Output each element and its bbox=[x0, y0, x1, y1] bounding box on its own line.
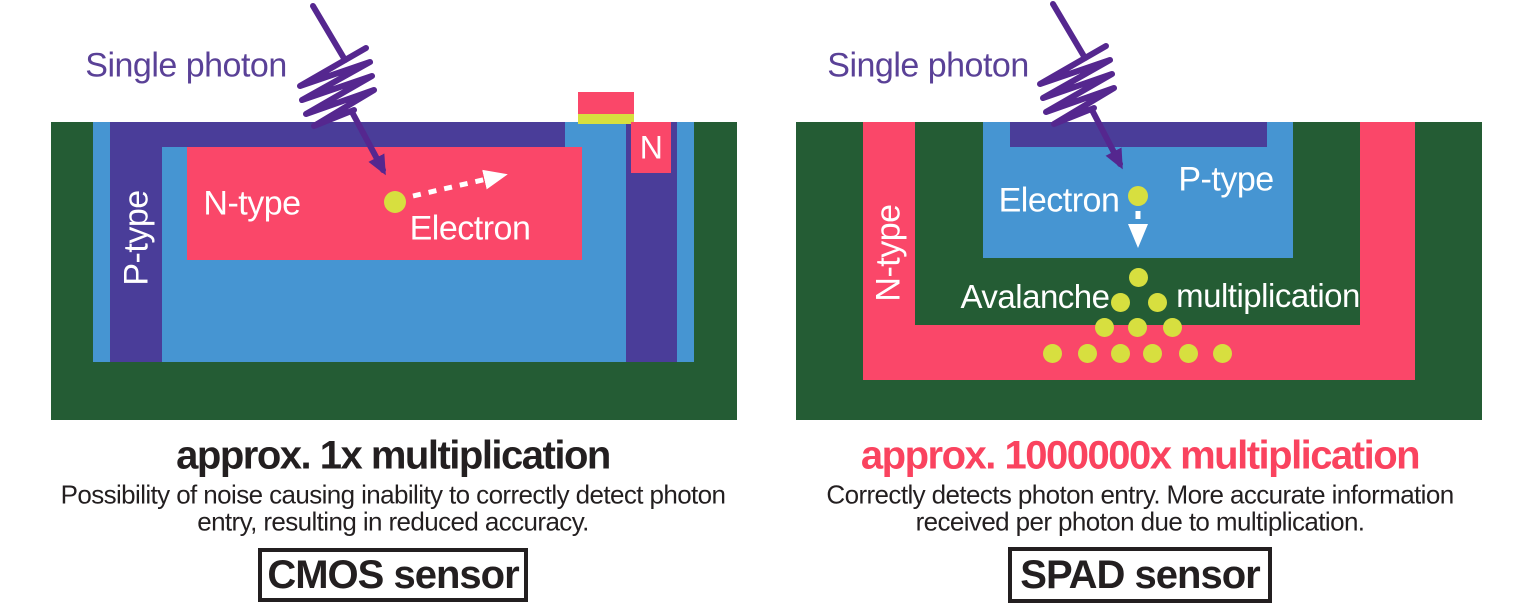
spad-caption-line2: received per photon due to multiplicatio… bbox=[915, 506, 1365, 537]
spad-multiplication-label: multiplication bbox=[1176, 277, 1360, 314]
spad-ptype-label: P-type bbox=[1178, 160, 1274, 199]
spad-electron-dot bbox=[1128, 186, 1148, 206]
spad-single-photon-label: Single photon bbox=[827, 46, 1029, 85]
spad-multiplication-heading: approx. 1000000x multiplication bbox=[860, 433, 1421, 478]
spad-avalanche-dot bbox=[1042, 343, 1062, 363]
cmos-sensor-box: CMOS sensor bbox=[258, 548, 528, 602]
cmos-ntype-label: N-type bbox=[203, 184, 301, 223]
spad-avalanche-dot bbox=[1178, 343, 1198, 363]
spad-avalanche-dot bbox=[1147, 292, 1167, 312]
cmos-n-contact-label: N bbox=[639, 129, 663, 166]
spad-sensor-box: SPAD sensor bbox=[1008, 547, 1272, 603]
spad-caption-line1: Correctly detects photon entry. More acc… bbox=[826, 479, 1454, 510]
cmos-electron-dot bbox=[384, 191, 406, 213]
cmos-single-photon-label: Single photon bbox=[85, 46, 287, 85]
spad-avalanche-dot bbox=[1212, 343, 1232, 363]
spad-electron-label: Electron bbox=[998, 181, 1120, 220]
spad-avalanche-dot bbox=[1142, 343, 1162, 363]
spad-avalanche-dot bbox=[1110, 343, 1130, 363]
cmos-caption-line1: Possibility of noise causing inability t… bbox=[60, 479, 726, 510]
cmos-electron-label: Electron bbox=[409, 209, 531, 248]
spad-avalanche-dot bbox=[1127, 317, 1147, 337]
spad-avalanche-dot bbox=[1077, 343, 1097, 363]
cmos-contact-oxide-strip bbox=[578, 114, 634, 124]
spad-avalanche-dot bbox=[1110, 292, 1130, 312]
cmos-multiplication-heading: approx. 1x multiplication bbox=[176, 433, 611, 478]
cmos-sensor-label: CMOS sensor bbox=[267, 552, 519, 597]
spad-avalanche-dot bbox=[1094, 317, 1114, 337]
cmos-n-contact-region bbox=[631, 122, 671, 173]
spad-avalanche-dot bbox=[1162, 317, 1182, 337]
cmos-caption-line2: entry, resulting in reduced accuracy. bbox=[197, 506, 589, 537]
spad-sensor-label: SPAD sensor bbox=[1020, 552, 1260, 597]
spad-avalanche-dot bbox=[1128, 267, 1148, 287]
spad-ntype-right-strip bbox=[1360, 122, 1415, 380]
cmos-contact-pad bbox=[578, 92, 634, 114]
spad-avalanche-label: Avalanche bbox=[960, 278, 1110, 315]
cmos-pwell-left-strip bbox=[110, 122, 162, 362]
